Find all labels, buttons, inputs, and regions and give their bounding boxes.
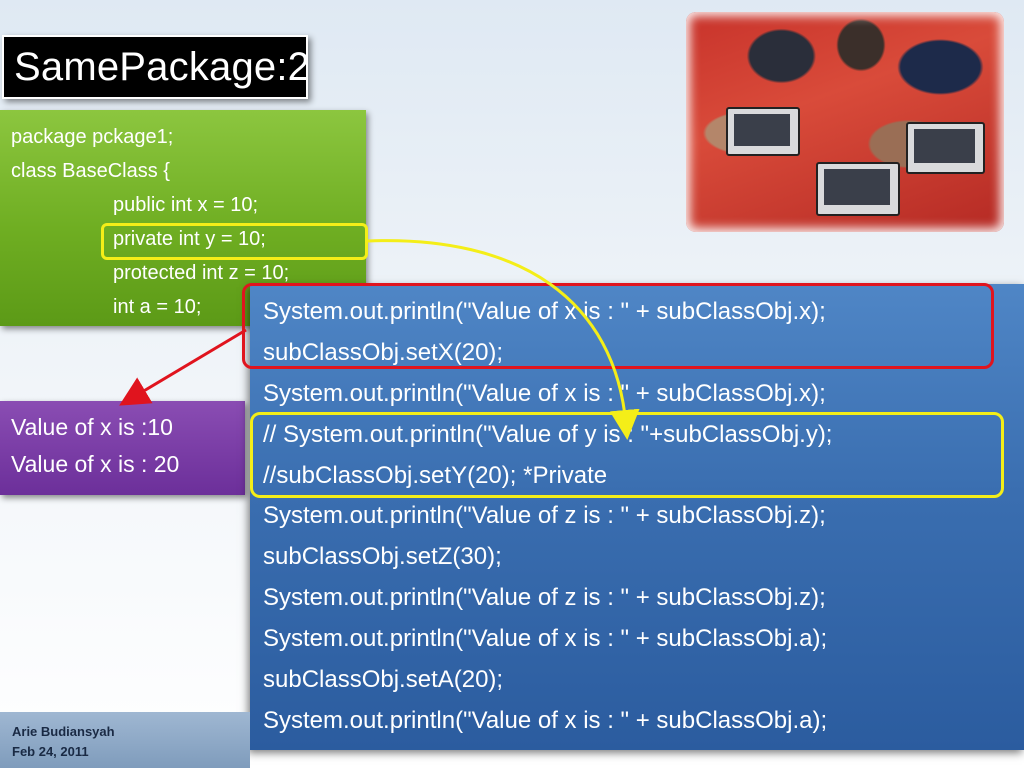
code-line: //subClassObj.setY(20); *Private [263,461,608,489]
code-line: protected int z = 10; [113,262,290,284]
output-line: Value of x is :10 [11,414,173,440]
yellow-highlight-box [250,412,1004,498]
code-line: System.out.println("Value of x is : " + … [263,625,828,653]
slide-title-box: SamePackage:2 [2,35,311,99]
code-line: System.out.println("Value of x is : " + … [263,706,828,734]
output-box: Value of x is :10 Value of x is : 20 [0,401,245,495]
output-line: Value of x is : 20 [11,451,180,477]
slide-title: SamePackage:2 [14,44,311,89]
laptop-image [726,107,800,156]
laptop-image [906,122,985,174]
footer-date: Feb 24, 2011 [12,744,89,759]
children-laptops-photo [686,12,1004,232]
red-highlight-box [242,283,994,369]
code-line: subClassObj.setZ(30); [263,543,502,571]
code-line: System.out.println("Value of z is : " + … [263,502,826,530]
laptop-image [816,162,900,216]
code-line: public int x = 10; [113,194,259,216]
footer-author: Arie Budiansyah [12,724,115,739]
code-line: System.out.println("Value of z is : " + … [263,584,826,612]
code-line: subClassObj.setA(20); [263,666,504,694]
code-line: System.out.println("Value of x is : " + … [263,379,826,407]
code-line: int a = 10; [113,296,202,318]
code-line: class BaseClass { [11,160,170,182]
private-field-highlight [101,223,368,260]
code-line: package pckage1; [11,126,174,148]
base-class-box: package pckage1; class BaseClass { publi… [0,110,366,326]
code-line: // System.out.println("Value of y is : "… [263,420,833,448]
footer-bar [0,712,250,768]
red-arrow [119,328,247,406]
code-line: private int y = 10; [113,228,266,250]
footer: Arie Budiansyah Feb 24, 2011 [12,722,115,762]
